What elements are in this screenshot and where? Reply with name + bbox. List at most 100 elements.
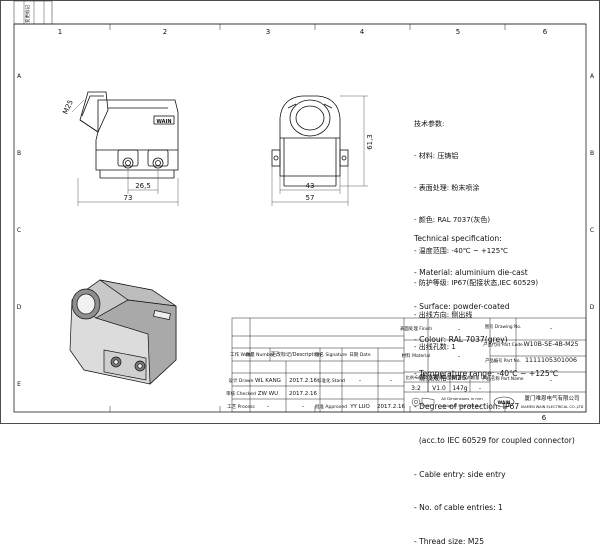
material-label: 材料 Material [402, 352, 431, 359]
rev-label: 版本 REV. [430, 374, 449, 381]
isometric-view [69, 279, 177, 385]
dim-73: 73 [124, 194, 133, 202]
approved-date: 2017.2.16 [377, 404, 405, 410]
company-logo: WAIN [493, 396, 515, 408]
company-name-cn: 厦门唯恩电气有限公司 [524, 394, 579, 402]
checked-label: 审核 Checked [226, 390, 256, 397]
spec-chinese: 技术参数: - 材料: 压铸铝 - 表面处理: 粉末喷涂 - 颜色: RAL 7… [414, 98, 538, 395]
process-name: - [267, 403, 269, 410]
spec-en-item: - No. of cable entries: 1 [414, 503, 503, 513]
column-label-6: 6 [543, 28, 548, 36]
finish-value: - [458, 326, 460, 333]
part-code-value: W10B-SE-4B-M25 [523, 341, 578, 348]
front-view-brand-mark: WAIN [156, 119, 171, 125]
spec-cn-heading: 技术参数: [414, 120, 445, 129]
column-label-4: 4 [360, 28, 365, 36]
dim-57: 57 [306, 194, 315, 202]
col-number: 数量 Number [246, 351, 275, 358]
scale-value: 3:2 [411, 385, 421, 392]
drawn-date: 2017.2.16 [289, 378, 317, 384]
material-value: - [458, 353, 460, 360]
front-view [79, 91, 179, 179]
row-label-b: B [17, 150, 21, 157]
drawing-no-value: - [550, 325, 552, 332]
side-view [271, 95, 349, 187]
stand-label: 标准化 Stand [317, 377, 345, 384]
qty-value: - [479, 385, 481, 392]
column-label-2: 2 [163, 28, 167, 36]
rev-value: V1.0 [432, 385, 446, 392]
spec-cn-item: - 螺纹规格: M25 [414, 374, 467, 383]
col-date: 日期 Date [349, 352, 370, 358]
row-label-b-right: B [590, 150, 594, 157]
row-label-e: E [17, 381, 21, 388]
row-label-a: A [17, 73, 22, 80]
spec-en-heading: Technical specification: [414, 234, 502, 244]
process-label: 工艺 Process [227, 404, 255, 410]
dim-m25: M25 [61, 99, 75, 116]
title-block [231, 317, 587, 413]
spec-en-item: (acc.to IEC 60529 for coupled connector) [414, 435, 575, 445]
spec-cn-item: - 材料: 压铸铝 [414, 151, 459, 160]
part-no-value: 1111105301006 [525, 357, 577, 364]
stand-date: - [390, 377, 392, 384]
weight-value: 147g [452, 385, 467, 392]
scale-label: 比例 Scale [406, 374, 427, 381]
weight-label: 重量 Weight [448, 374, 473, 381]
drawing-sheet: 变更标记 1 2 3 4 5 6 6 A B C D E A B C D [0, 0, 600, 424]
spec-en-item: - Cable entry: side entry [414, 469, 506, 479]
spec-en-item: - Surface: powder-coated [414, 301, 510, 311]
qty-label: 数量 Qty. [471, 374, 489, 381]
finish-label: 表面处理 Finish [400, 325, 432, 332]
col-signature: 签名 Signature [315, 351, 347, 358]
part-code-label: 产品代码 Part Code [483, 341, 523, 348]
side-view-dimensions [271, 95, 368, 206]
spec-cn-item: - 温度范围: -40℃ ~ +125℃ [414, 247, 509, 256]
checked-name: ZW WU [258, 391, 278, 397]
dim-26-5: 26,5 [135, 182, 151, 190]
stand-value: - [359, 377, 361, 384]
spec-english: Technical specification: - Material: alu… [414, 211, 575, 558]
units-note-2: Original Size DIN A 4 [442, 403, 482, 408]
spec-cn-item: - 颜色: RAL 7037(灰色) [414, 215, 491, 224]
spec-cn-item: - 防护等级: IP67(配接状态,IEC 60529) [414, 279, 539, 288]
part-name-label: 产品名称 Part Name [482, 375, 523, 382]
spec-cn-item: - 出线方向: 侧出线 [414, 310, 473, 319]
row-label-c: C [17, 227, 21, 234]
spec-en-item: - Thread size: M25 [414, 536, 485, 546]
row-label-d-right: D [590, 304, 595, 311]
revision-strip [13, 0, 53, 25]
spec-en-item: - Temperature range: -40℃ ~ +125℃ [414, 368, 559, 378]
column-label-6-bottom: 6 [542, 414, 547, 422]
spec-en-item: - Degree of protection: IP67 [414, 402, 520, 412]
dim-61-3: 61,3 [366, 134, 374, 150]
spec-en-item: - Colour: RAL 7037(grey) [414, 335, 508, 345]
part-no-label: 产品编号 Part No. [485, 357, 521, 364]
spec-cn-item: - 表面处理: 粉末喷涂 [414, 183, 480, 192]
units-note-1: All Dimensions in mm [441, 396, 483, 401]
svg-text:WAIN: WAIN [497, 400, 510, 406]
drawing-no-label: 图号 Drawing No. [485, 324, 521, 330]
row-label-c-right: C [590, 227, 594, 234]
company-name-en: XIAMEN WAIN ELECTRICAL CO.,LTD [521, 405, 584, 409]
checked-date: 2017.2.16 [289, 391, 317, 397]
row-label-d: D [17, 304, 22, 311]
process-date: - [302, 403, 304, 410]
spec-cn-item: - 出线孔数: 1 [414, 342, 456, 351]
col-work: 工作 Work [230, 351, 252, 358]
part-name-value: - [550, 377, 552, 384]
column-label-3: 3 [266, 28, 270, 36]
approved-label: 批准 Approved [315, 403, 347, 410]
dim-43: 43 [306, 182, 315, 190]
column-label-1: 1 [58, 28, 62, 36]
projection-symbol [411, 397, 435, 407]
front-view-dimensions [71, 99, 179, 206]
column-label-5: 5 [456, 28, 460, 36]
col-description: 更改标记/Description [271, 351, 321, 358]
revision-strip-label: 变更标记 [24, 5, 31, 23]
row-label-a-right: A [590, 73, 595, 80]
spec-en-item: - Material: aluminium die-cast [414, 268, 528, 277]
drawn-label: 设计 Drawn [228, 377, 253, 384]
approved-name: YY LUO [349, 404, 370, 410]
drawn-name: WL KANG [255, 378, 281, 384]
